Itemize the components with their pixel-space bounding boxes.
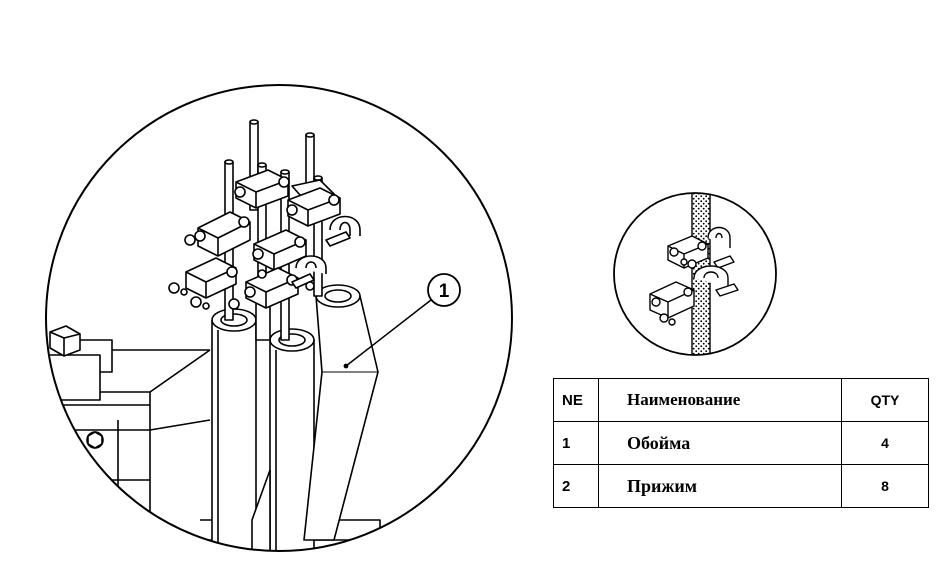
header-number: NE	[553, 378, 599, 422]
u-bolts	[291, 215, 361, 289]
sleeve-right-bent	[303, 284, 379, 541]
callout-1: 1	[345, 273, 461, 367]
clamp-lower-right	[244, 267, 299, 309]
table-row: 1 Обойма 4	[553, 421, 929, 465]
sleeve-back	[251, 299, 271, 551]
callout-number: 1	[439, 281, 450, 302]
parts-table: NE Наименование QTY 1 Обойма 4 2 Прижим …	[553, 378, 929, 508]
row-number: 2	[553, 464, 599, 508]
clamp-lower-left	[185, 257, 238, 299]
header-qty: QTY	[841, 378, 929, 422]
row-number: 1	[553, 421, 599, 465]
detail-view-large	[45, 84, 513, 552]
row-name: Прижим	[598, 464, 842, 508]
clamp-upper-left	[194, 211, 251, 257]
clamp-center	[252, 229, 307, 271]
header-name: Наименование	[598, 378, 842, 422]
table-header-row: NE Наименование QTY	[553, 378, 929, 422]
clamp-mid-right	[286, 187, 341, 227]
detail-view-small	[613, 192, 777, 356]
row-name: Обойма	[598, 421, 842, 465]
row-qty: 4	[841, 421, 929, 465]
table-row: 2 Прижим 8	[553, 464, 929, 508]
sleeve-left	[211, 308, 257, 551]
row-qty: 8	[841, 464, 929, 508]
loose-nuts	[168, 234, 315, 310]
